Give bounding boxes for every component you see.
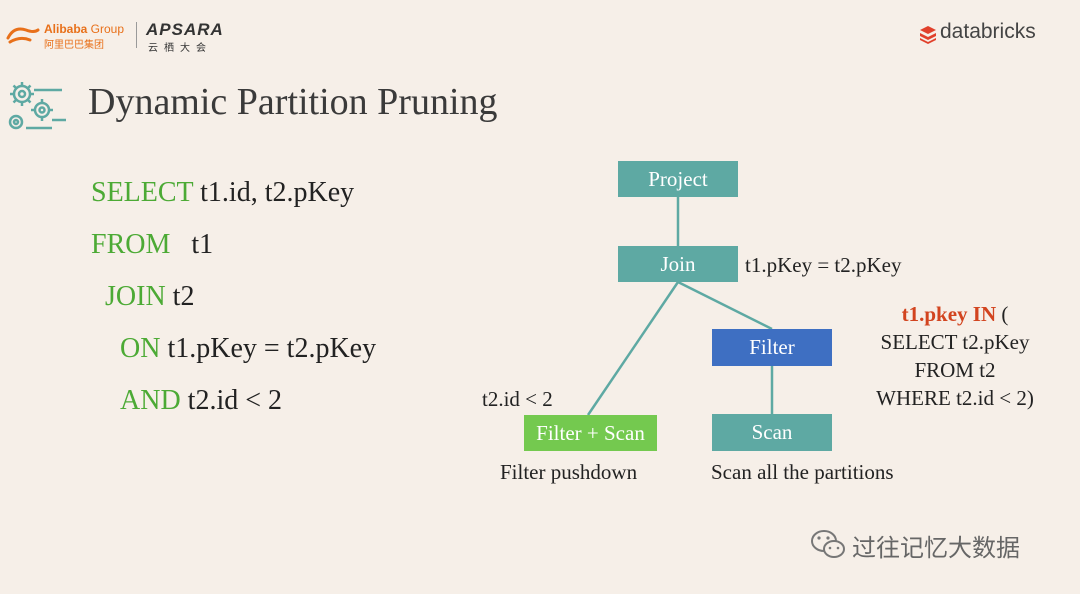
filter-node: Filter [712, 329, 832, 366]
sql-line-on: ON t1.pKey = t2.pKey [120, 333, 377, 364]
join-node: Join [618, 246, 738, 282]
edge-join-filterscan [586, 281, 680, 416]
page-title: Dynamic Partition Pruning [88, 81, 498, 123]
alibaba-cn-wordmark: 阿里巴巴集团 [44, 40, 104, 51]
sql-line-join: JOIN t2 [105, 281, 195, 312]
subquery-line-3: FROM t2 [914, 358, 996, 382]
scan-all-partitions-caption: Scan all the partitions [711, 460, 894, 484]
subquery-line-4: WHERE t2.id < 2) [876, 386, 1034, 410]
subquery-line-2: SELECT t2.pKey [880, 330, 1030, 354]
dynamic-subquery: t1.pkey IN ( SELECT t2.pKey FROM t2 WHER… [860, 300, 1050, 412]
project-node: Project [618, 161, 738, 197]
scan-node: Scan [712, 414, 832, 451]
filter-pushdown-caption: Filter pushdown [500, 460, 638, 484]
join-condition-label: t1.pKey = t2.pKey [745, 253, 902, 277]
subquery-line-1: t1.pkey IN ( [901, 302, 1009, 326]
databricks-icon [920, 26, 936, 44]
apsara-wordmark: APSARA [146, 20, 224, 39]
header-divider [136, 22, 137, 48]
watermark-text: 过往记忆大数据 [852, 534, 1020, 562]
apsara-cn-wordmark: 云栖大会 [148, 43, 212, 54]
databricks-logo: databricks [918, 20, 1058, 48]
wechat-icon [811, 530, 845, 558]
alibaba-wordmark: Alibaba Group [44, 22, 125, 36]
filter-scan-node: Filter + Scan [524, 415, 657, 451]
sql-line-from: FROM t1 [91, 229, 214, 260]
alibaba-group-logo: Alibaba Group 阿里巴巴集团 [4, 20, 134, 51]
left-predicate-label: t2.id < 2 [482, 387, 553, 411]
gear-icon [8, 82, 66, 130]
sql-line-select: SELECT t1.id, t2.pKey [91, 177, 355, 208]
databricks-wordmark: databricks [940, 20, 1036, 43]
sql-line-and: AND t2.id < 2 [120, 385, 283, 416]
alibaba-icon [6, 27, 40, 44]
edge-join-filter [677, 280, 773, 331]
apsara-logo: APSARA 云栖大会 [146, 20, 236, 54]
